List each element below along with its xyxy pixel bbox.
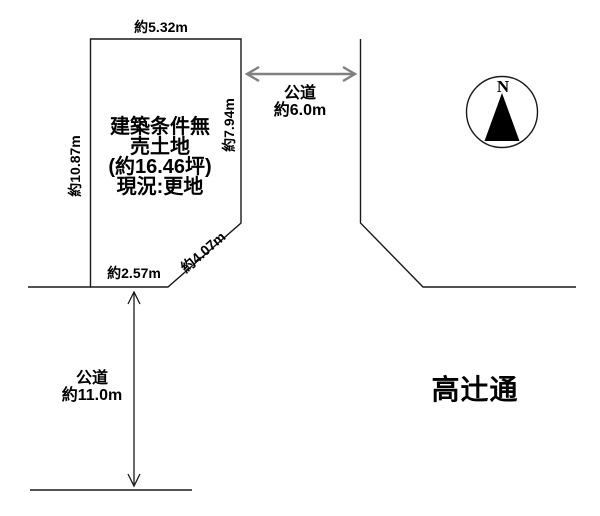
- road-edge-east-line: [359, 39, 576, 288]
- south-road-width: 約11.0m: [61, 387, 123, 404]
- dimension-top: 約5.32m: [134, 19, 188, 35]
- east-road-name: 公道: [283, 85, 317, 102]
- street-name-label: 高辻通: [431, 374, 519, 405]
- south-road-label: 公道 約11.0m: [62, 370, 123, 404]
- parcel-area-line: (約16.46坪): [108, 156, 212, 178]
- dimension-left: 約10.87m: [67, 135, 83, 197]
- parcel-description: 建築条件無 売土地 (約16.46坪) 現況:更地: [108, 117, 211, 197]
- east-road-width: 約6.0m: [273, 102, 327, 119]
- parcel-type-line: 売土地: [130, 136, 190, 158]
- dimension-right: 約7.94m: [221, 98, 237, 152]
- east-road-label: 公道 約6.0m: [274, 85, 326, 119]
- parcel-status-line: 現況:更地: [116, 176, 204, 198]
- east-road-width-arrow: [244, 65, 358, 83]
- parcel-condition-line: 建築条件無: [110, 116, 210, 138]
- dimension-bottom: 約2.57m: [107, 265, 161, 281]
- compass-north-label: N: [496, 77, 510, 96]
- south-road-width-arrow: [127, 290, 141, 488]
- parcel-outline: [89, 38, 242, 288]
- compass-icon: [465, 75, 539, 149]
- south-road-name: 公道: [75, 370, 108, 387]
